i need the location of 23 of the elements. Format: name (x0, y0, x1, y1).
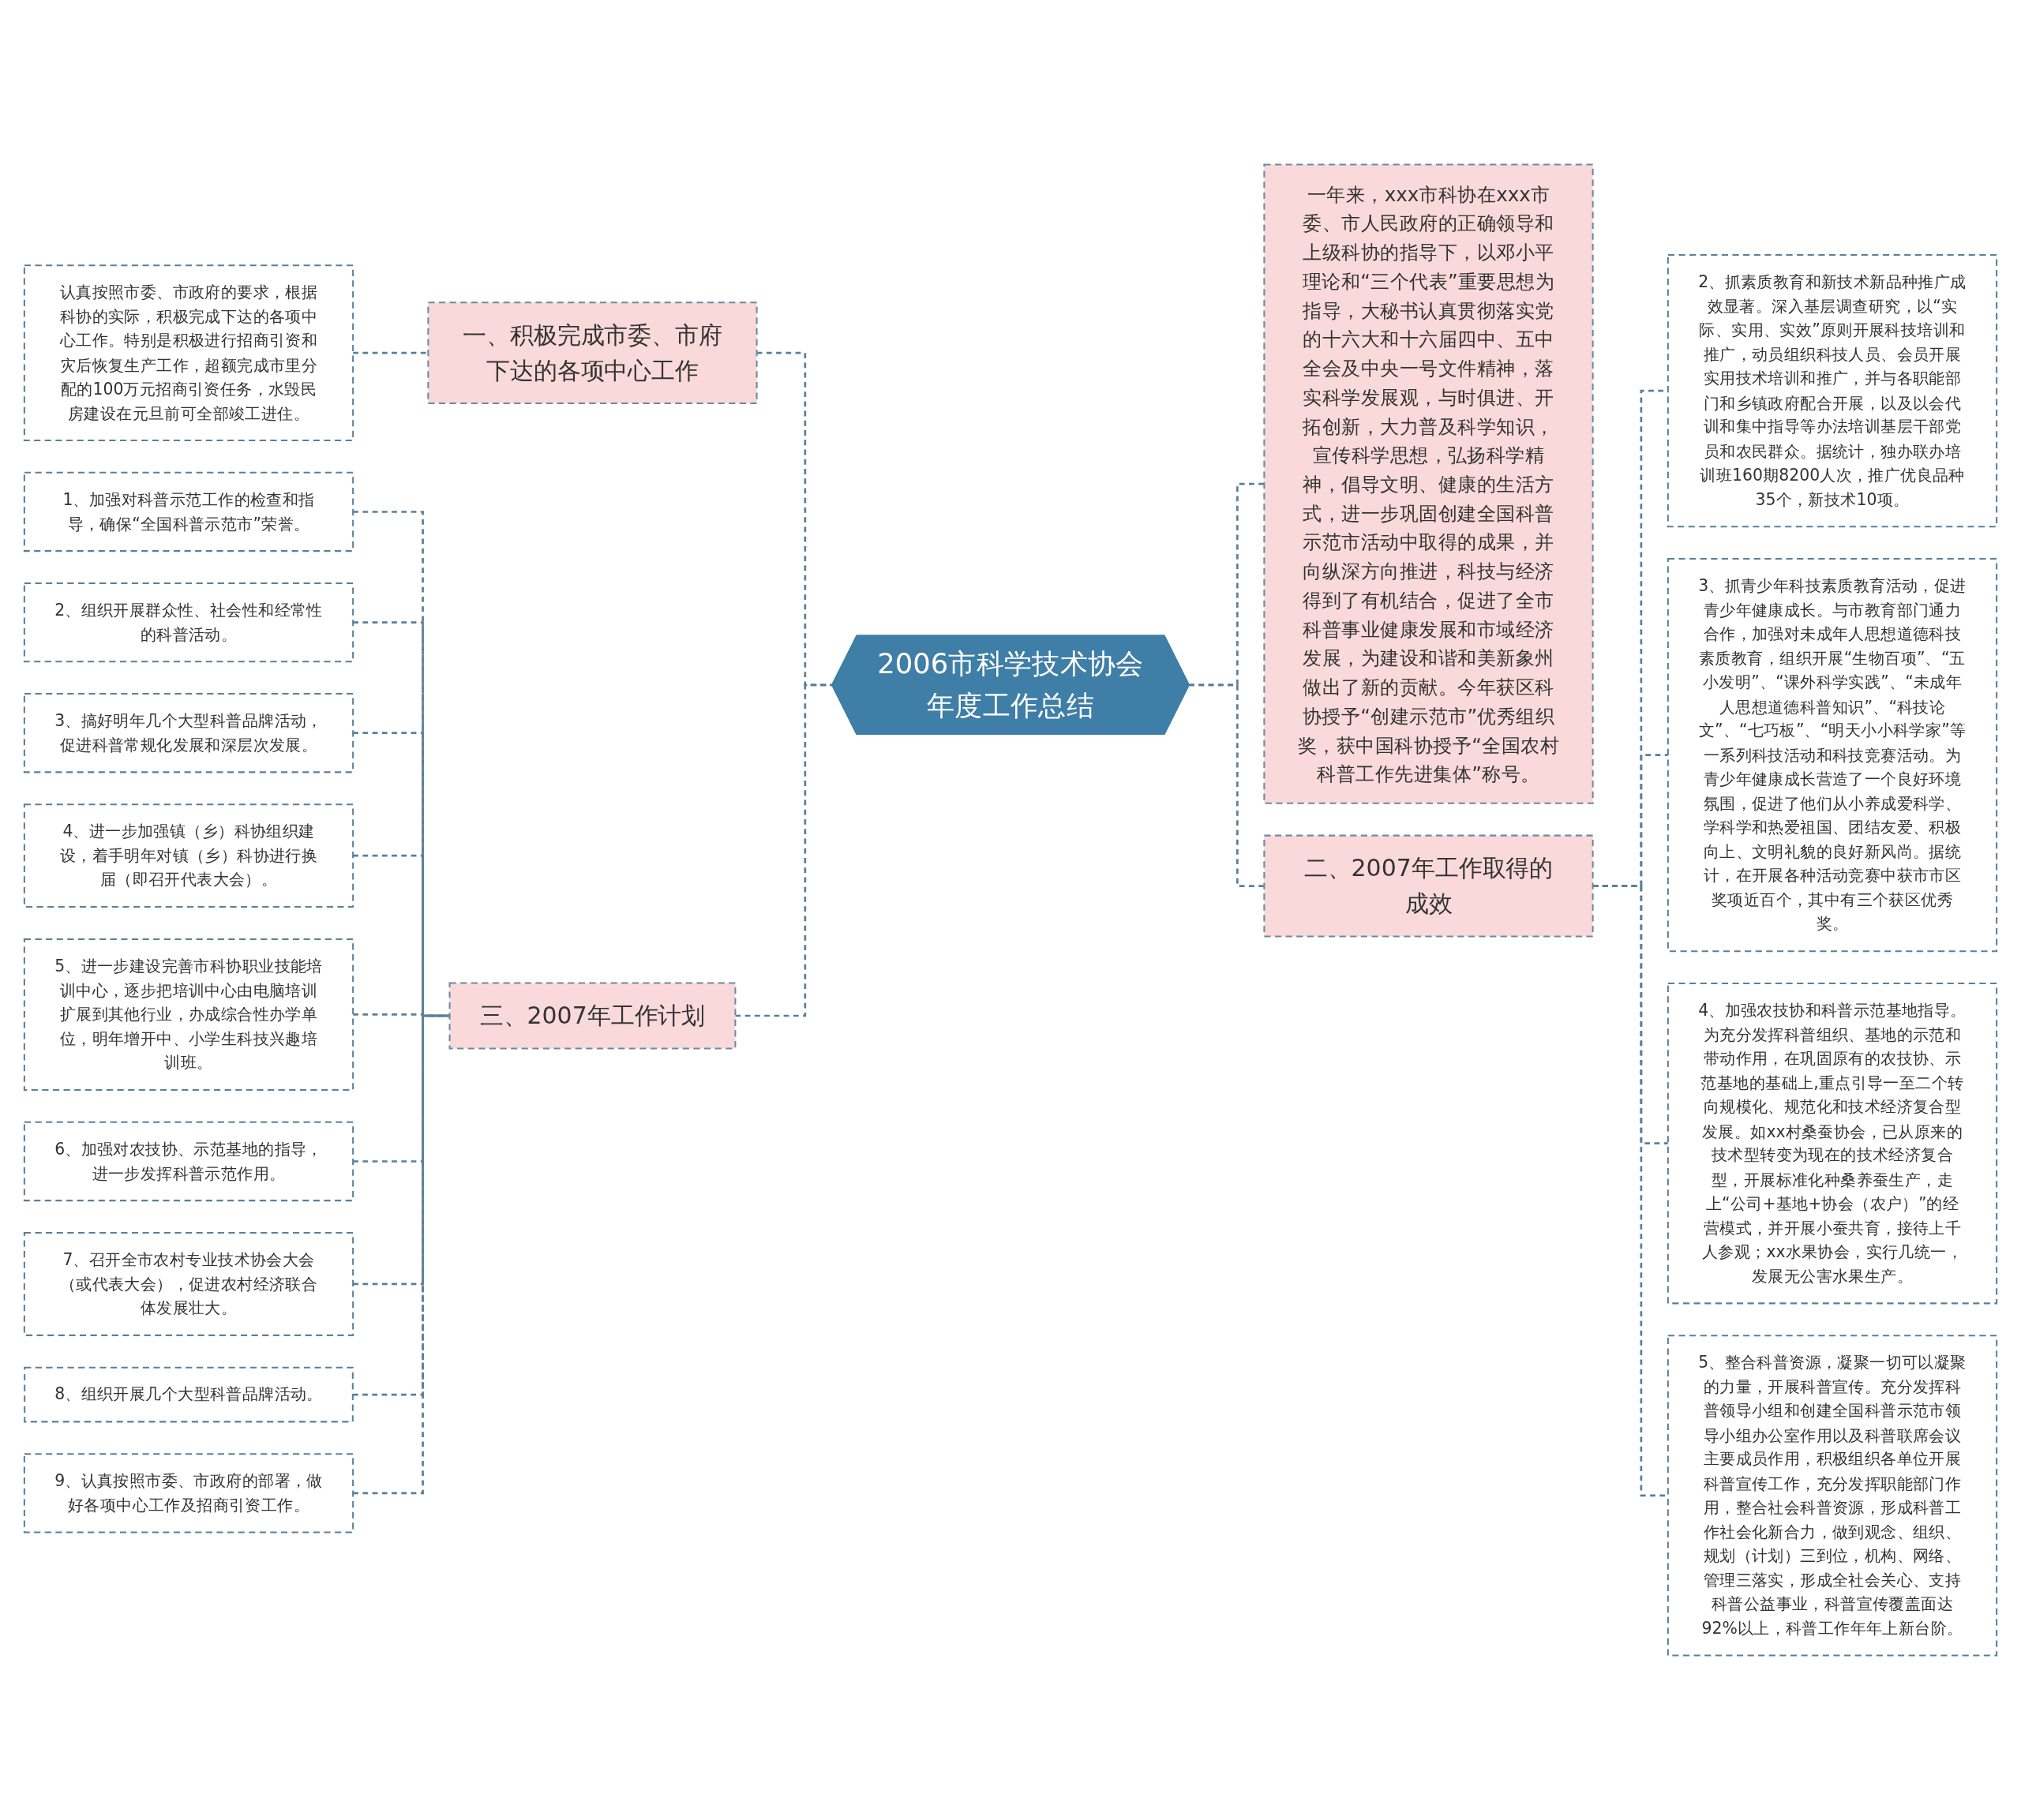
node-box (1667, 254, 1998, 528)
node-box (23, 803, 354, 908)
connector (1592, 885, 1668, 1497)
node-box (23, 1121, 354, 1202)
node-box (1263, 163, 1594, 804)
node-box (23, 1453, 354, 1534)
connector (735, 683, 832, 1017)
node-box (1667, 558, 1998, 953)
connector (1189, 683, 1265, 887)
node-box (1263, 834, 1594, 938)
node-box (23, 264, 354, 442)
connector (353, 351, 429, 354)
node-box (23, 938, 354, 1092)
node-box (23, 1231, 354, 1336)
connector (353, 1014, 450, 1495)
node-box (448, 982, 737, 1050)
node-box (1667, 983, 1998, 1305)
node-box (427, 301, 758, 405)
node-box (23, 471, 354, 552)
node-box (23, 693, 354, 773)
node-box (1667, 1335, 1998, 1657)
node-box (23, 582, 354, 663)
node-box (24, 1366, 354, 1423)
